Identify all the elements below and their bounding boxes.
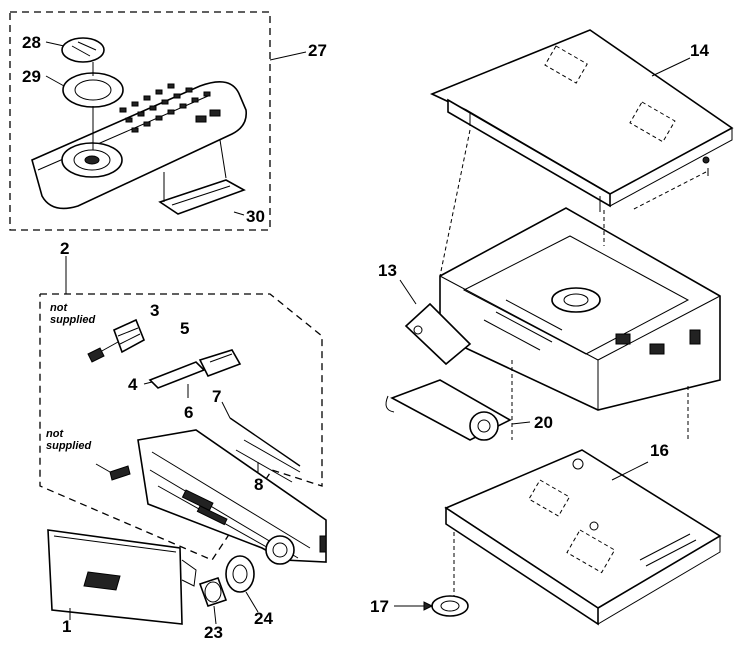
callout-4: 4 <box>128 375 138 394</box>
front-panel-group <box>39 256 327 565</box>
part-5-switch <box>198 349 242 378</box>
callout-14: 14 <box>690 41 709 60</box>
front-panel-body <box>137 429 327 563</box>
part-23-knob <box>198 576 228 608</box>
note-not-supplied-top: not supplied <box>50 302 96 326</box>
callout-27: 27 <box>308 41 327 60</box>
part-14-top-cover <box>430 29 734 212</box>
callout-29: 29 <box>22 67 41 86</box>
callout-16: 16 <box>650 441 669 460</box>
callout-17: 17 <box>370 597 389 616</box>
part-3-bracket <box>112 318 146 354</box>
remote-group-boundary <box>9 11 271 231</box>
callout-1: 1 <box>62 617 72 636</box>
note-not-supplied-mid: not supplied <box>46 428 92 452</box>
callout-28: 28 <box>22 33 41 52</box>
remote-buttons <box>119 83 221 133</box>
part-28-cap <box>61 37 105 63</box>
screw-not-supplied-mid <box>109 465 131 481</box>
callout-5: 5 <box>180 319 190 338</box>
callout-23: 23 <box>204 623 223 642</box>
part-4-lever <box>148 361 206 389</box>
part-29-ring <box>62 72 124 108</box>
front-panel-group-boundary <box>39 293 323 561</box>
chassis-drum <box>551 287 601 313</box>
callout-8: 8 <box>254 475 264 494</box>
callout-13: 13 <box>378 261 397 280</box>
part-20-gear <box>469 411 499 441</box>
callout-30: 30 <box>246 207 265 226</box>
callout-3: 3 <box>150 301 160 320</box>
part-1-front-cover <box>47 529 197 625</box>
main-chassis <box>439 129 721 440</box>
callout-6: 6 <box>184 403 194 422</box>
part-17-foot <box>394 595 469 617</box>
parts-23-24 <box>198 555 259 625</box>
part-24-dial <box>225 555 255 593</box>
callout-24: 24 <box>254 609 273 628</box>
callout-20: 20 <box>534 413 553 432</box>
callout-7: 7 <box>212 387 222 406</box>
panel-dial-hole <box>265 535 295 565</box>
callout-2: 2 <box>60 239 70 258</box>
part-20-mechanism <box>385 379 531 441</box>
part-13-bracket <box>399 279 472 366</box>
remote-control-group <box>9 11 307 231</box>
part-30-battery-cover <box>158 179 246 215</box>
screw-not-supplied-top <box>87 347 105 363</box>
part-16-bottom-plate <box>444 449 722 626</box>
